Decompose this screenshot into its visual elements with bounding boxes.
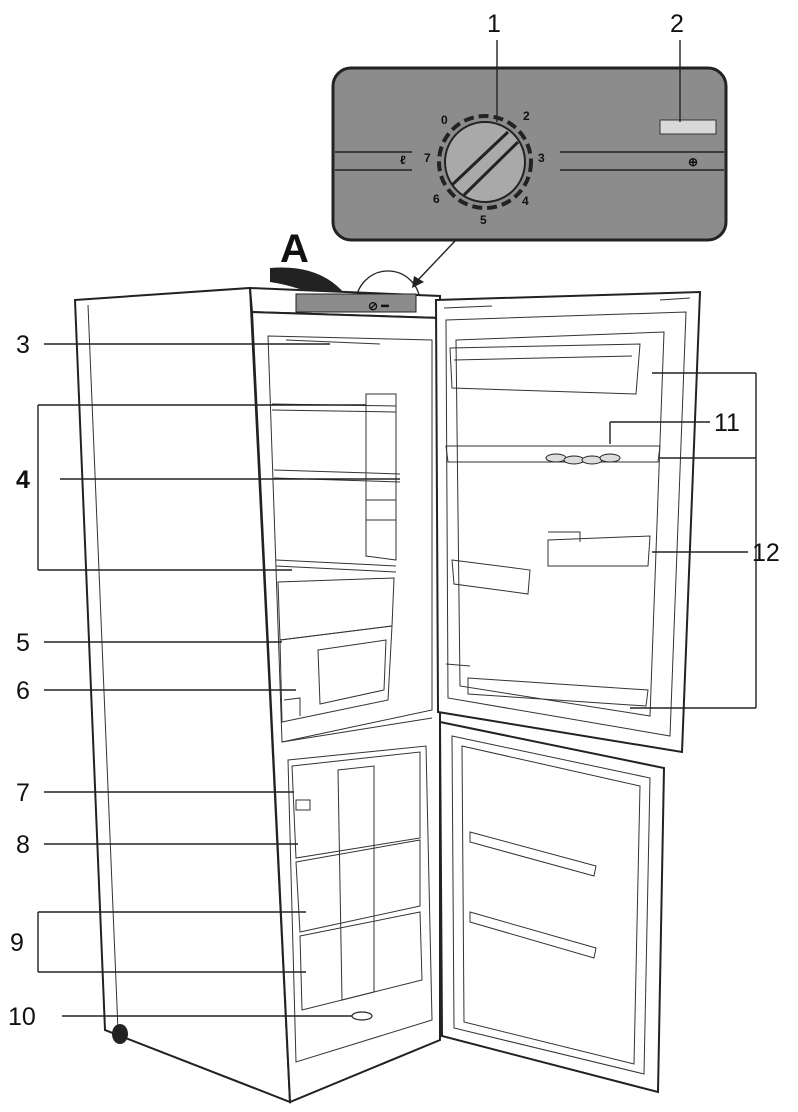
cabinet-control-knob: ⊘ ━ xyxy=(368,299,389,313)
callout-labels: 1 2 3 4 5 6 7 8 9 10 11 12 xyxy=(8,10,780,1031)
fridge-door xyxy=(434,290,702,754)
ice-tray-label xyxy=(295,799,311,811)
dial-setting-6: 6 xyxy=(433,192,440,206)
power-symbol-icon: ⊕ xyxy=(688,155,698,169)
defrost-drain xyxy=(351,1011,373,1021)
control-panel-zoom: ℓ ⊕ 0 2 3 4 5 6 7 xyxy=(331,66,728,288)
callout-5: 5 xyxy=(16,629,30,657)
callout-11: 11 xyxy=(714,409,740,437)
callout-10: 10 xyxy=(8,1003,36,1031)
callout-leaders xyxy=(37,40,757,1017)
callout-2: 2 xyxy=(670,10,684,38)
thermostat-dial[interactable] xyxy=(437,114,533,210)
callout-3: 3 xyxy=(16,331,30,359)
view-marker: A xyxy=(280,227,309,271)
callout-12: 12 xyxy=(752,539,780,567)
callout-1: 1 xyxy=(487,10,501,38)
callout-4: 4 xyxy=(16,466,30,494)
dial-setting-7: 7 xyxy=(424,151,431,165)
dial-setting-3: 3 xyxy=(538,151,545,165)
dial-setting-2: 2 xyxy=(523,109,530,123)
thermometer-icon: ℓ xyxy=(400,153,406,167)
callout-9: 9 xyxy=(10,929,24,957)
callout-8: 8 xyxy=(16,831,30,859)
dial-setting-5: 5 xyxy=(480,213,487,227)
dial-setting-4: 4 xyxy=(522,194,529,208)
egg-tray xyxy=(545,453,621,465)
freezer-door xyxy=(438,720,666,1094)
callout-6: 6 xyxy=(16,677,30,705)
fridge-cabinet: ⊘ ━ xyxy=(73,286,441,1104)
indicator-lamp xyxy=(659,119,717,135)
callout-7: 7 xyxy=(16,779,30,807)
dial-setting-0: 0 xyxy=(441,113,448,127)
